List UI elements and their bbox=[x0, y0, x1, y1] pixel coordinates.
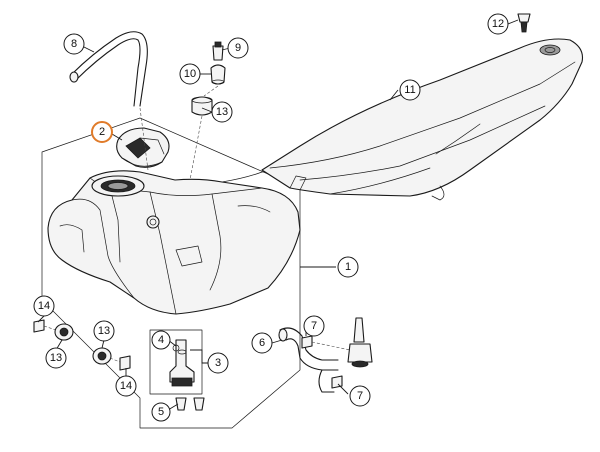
callout-13-top-label: 13 bbox=[216, 106, 228, 118]
callout-13-left[interactable]: 13 bbox=[45, 347, 67, 369]
callout-7-bottom[interactable]: 7 bbox=[349, 385, 371, 407]
callout-8[interactable]: 8 bbox=[63, 33, 85, 55]
callout-12[interactable]: 12 bbox=[487, 13, 509, 35]
callout-13-right[interactable]: 13 bbox=[93, 320, 115, 342]
callout-9[interactable]: 9 bbox=[227, 37, 249, 59]
callout-2-label: 2 bbox=[99, 126, 105, 138]
callout-10[interactable]: 10 bbox=[179, 63, 201, 85]
callout-3-label: 3 bbox=[215, 357, 221, 369]
callout-2[interactable]: 2 bbox=[91, 121, 113, 143]
callout-1-label: 1 bbox=[345, 261, 351, 273]
callout-5[interactable]: 5 bbox=[151, 402, 171, 422]
callout-5-label: 5 bbox=[158, 406, 164, 418]
callout-12-label: 12 bbox=[492, 18, 504, 30]
fuel-cap bbox=[116, 127, 170, 168]
callout-13-top[interactable]: 13 bbox=[211, 101, 233, 123]
callout-8-label: 8 bbox=[71, 38, 77, 50]
fuel-tank bbox=[47, 170, 301, 315]
callout-4-label: 4 bbox=[158, 334, 164, 346]
vent-valve-stack bbox=[189, 41, 226, 181]
callout-4[interactable]: 4 bbox=[151, 330, 171, 350]
tank-group-outline bbox=[41, 117, 301, 429]
callout-3[interactable]: 3 bbox=[207, 352, 229, 374]
breather-hose bbox=[69, 31, 149, 171]
seat-screw bbox=[517, 13, 531, 33]
callout-13-left-label: 13 bbox=[50, 352, 62, 364]
callout-6[interactable]: 6 bbox=[251, 332, 273, 354]
fuel-tap-hoses bbox=[278, 317, 373, 393]
callout-9-label: 9 bbox=[235, 42, 241, 54]
leader-lines bbox=[37, 19, 519, 411]
callout-7-bottom-label: 7 bbox=[357, 390, 363, 402]
callout-14-top[interactable]: 14 bbox=[33, 295, 55, 317]
callout-7-top-label: 7 bbox=[311, 320, 317, 332]
callout-13-right-label: 13 bbox=[98, 325, 110, 337]
callout-14-bottom-label: 14 bbox=[120, 380, 132, 392]
left-mount-parts bbox=[33, 319, 131, 371]
callout-11[interactable]: 11 bbox=[399, 79, 421, 101]
callout-14-top-label: 14 bbox=[38, 300, 50, 312]
callout-6-label: 6 bbox=[259, 337, 265, 349]
callout-10-label: 10 bbox=[184, 68, 196, 80]
callout-11-label: 11 bbox=[404, 84, 415, 96]
seat bbox=[261, 38, 584, 201]
callout-14-bottom[interactable]: 14 bbox=[115, 375, 137, 397]
callout-1[interactable]: 1 bbox=[337, 256, 359, 278]
callout-7-top[interactable]: 7 bbox=[303, 315, 325, 337]
fuel-pump-box bbox=[149, 329, 205, 411]
